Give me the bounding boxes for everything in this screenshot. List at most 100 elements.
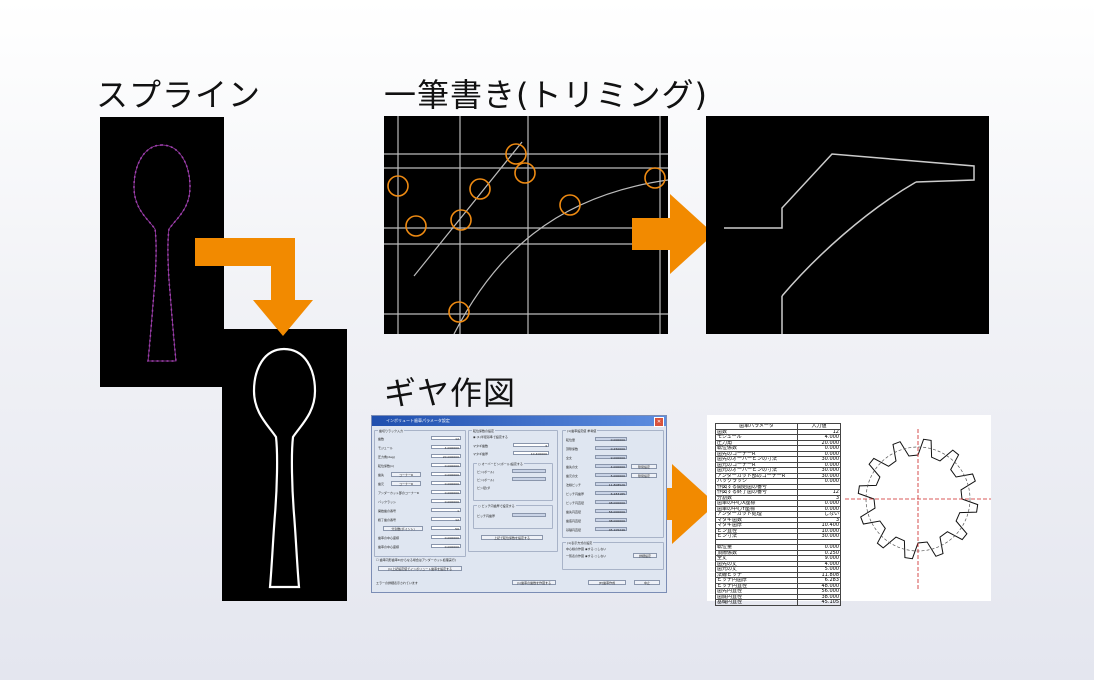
spline-result-panel — [222, 329, 347, 601]
set-shift-button[interactable]: 上記で転位係数を設定する — [481, 535, 543, 540]
reference-row-label: 頂隙係数 — [566, 447, 579, 451]
table-cell-value: 20.000 — [797, 439, 841, 446]
reference-row-label: ピッチ円直径 — [566, 501, 585, 505]
centerline-row: 中心線の作図 ◉する ○しない — [566, 547, 607, 551]
centerline-opt-yes[interactable]: する — [587, 547, 594, 551]
trim-before-panel — [384, 116, 668, 334]
table-cell-value: 0.000 — [797, 505, 841, 512]
trim-before-figure — [384, 116, 668, 334]
reference-row-field: 45.105246 — [595, 527, 627, 532]
rack-row-field[interactable]: 12 — [431, 436, 461, 441]
table-opt-yes[interactable]: する — [587, 554, 594, 558]
reference-row-label: 法線ピッチ — [566, 483, 582, 487]
radio-radius[interactable]: ◉ (1)半径基準で設定する — [473, 435, 508, 439]
reference-row-label: 基礎円直径 — [566, 528, 582, 532]
detail-settings-button[interactable]: 詳細設定 — [633, 553, 657, 558]
spline-arrow — [195, 238, 313, 336]
rack-row-button[interactable]: コーナーR — [391, 481, 421, 486]
rack-input-group-title: 歯切りラック入力 — [378, 429, 405, 433]
table-opt-no[interactable]: しない — [597, 554, 607, 558]
status-text: エラーの詳細表示されています — [376, 581, 418, 585]
reference-row-label: 全丈 — [566, 456, 573, 460]
table-draw-label: 一覧表の作図 — [566, 554, 585, 558]
rack-row-label: 歯元 — [378, 482, 385, 486]
rack-row-label: 開始歯の番号 — [378, 509, 397, 513]
cancel-button[interactable]: 中止 — [634, 580, 660, 585]
pin-field-1 — [512, 469, 546, 473]
reference-row-label: 歯底円直径 — [566, 519, 582, 523]
trim-heading: 一筆書き(トリミング) — [384, 76, 708, 114]
pitch-thickness-field — [512, 513, 546, 517]
dialog-title: インボリュート歯車パラメータ設定 — [386, 418, 450, 423]
reference-row-field: 0.250000 — [595, 446, 627, 451]
table-cell-value — [797, 483, 841, 490]
trim-after-figure — [724, 153, 975, 334]
reference-row-field: 11.808526 — [595, 482, 627, 487]
rack-row-label: アンダーカット部のコーナーR — [378, 491, 419, 495]
trim-arrow — [632, 194, 714, 274]
rack-row-field[interactable]: 50 — [431, 526, 461, 531]
rack-row-field[interactable]: 4.000000 — [431, 445, 461, 450]
reference-row-label: 歯先円直径 — [566, 510, 582, 514]
reference-row-label: ピッチ円歯厚 — [566, 492, 585, 496]
undercut-checkbox[interactable]: ☐ 歯車円形歯車R(からなる場合はアンダーカット処理実行) — [376, 558, 456, 562]
close-icon[interactable]: ✕ — [654, 417, 664, 427]
rack-row-field[interactable]: 20.000000 — [431, 454, 461, 459]
overpin-radio[interactable]: ○ オーバーピン(ボール)設定する — [477, 462, 524, 466]
gap-setting-button[interactable]: 隙間設定 — [631, 473, 657, 478]
centerline-opt-no[interactable]: しない — [597, 547, 607, 551]
draw-teeth-button[interactable]: (1)歯車の歯数を作図する — [512, 580, 556, 585]
undercut-checkbox-label: 歯車円形歯車R(からなる場合はアンダーカット処理実行) — [379, 558, 456, 562]
overpin-subgroup: ○ オーバーピン(ボール)設定する ピン(ボール) ピン(ボール) ピン径(ダ — [473, 462, 553, 501]
pitch-thickness-radio[interactable]: ○ ピッチ円歯厚で設定する — [477, 504, 516, 508]
rack-row-field[interactable]: 12 — [431, 517, 461, 522]
rack-row-field[interactable]: 0.000000 — [431, 499, 461, 504]
rack-row-field[interactable]: 0.000000 — [431, 490, 461, 495]
rack-row-field[interactable]: 0.000000 — [431, 463, 461, 468]
pin-label-3: ピン径(ダ — [477, 486, 491, 490]
table-cell-value: 12 — [797, 489, 841, 496]
table-cell-param: アンダーカット部のコーナーR — [715, 472, 798, 479]
pin-field-2 — [512, 477, 546, 481]
rack-row-label: 歯先 — [378, 473, 385, 477]
gap-setting-button[interactable]: 隙間設定 — [631, 464, 657, 469]
rack-row-label: 歯車の中心座標 — [378, 536, 400, 540]
rack-row-field[interactable]: 0.000000 — [431, 481, 461, 486]
overpin-radio-label: オーバーピン(ボール)設定する — [481, 462, 523, 466]
mataga-count-field[interactable]: 3 — [513, 443, 549, 448]
rack-row-label: 歯数 — [378, 437, 385, 441]
rack-row-label: モジュール — [378, 446, 393, 450]
rack-row-field[interactable]: 0.000000 — [431, 472, 461, 477]
table-cell-value: 0.000 — [797, 445, 841, 452]
trim-after-panel — [706, 116, 989, 334]
display-settings-group-title: (1)表示方式の設定 — [566, 541, 594, 545]
gear-dialog-window: インボリュート歯車パラメータ設定 ✕ 歯切りラック入力 歯数 12 モジュール 4.0… — [371, 415, 667, 593]
spline-heading: スプライン — [96, 76, 262, 114]
pitch-thickness-radio-label: ピッチ円歯厚で設定する — [481, 504, 515, 508]
reference-row-field: 48.000000 — [595, 500, 627, 505]
table-header-row: 歯車パラメータ 入力値 — [715, 423, 841, 430]
rack-row-field[interactable]: 0.000000 — [431, 535, 461, 540]
rack-row-field[interactable]: 0.000000 — [431, 544, 461, 549]
table-cell-value: 0.000 — [797, 478, 841, 485]
rack-row-label: 終了歯の番号 — [378, 518, 397, 522]
set-gear-button[interactable]: (1)上記設定値でインボリュート歯車を設定する — [378, 566, 462, 571]
create-gear-button[interactable]: [E]歯車作成 — [588, 580, 626, 585]
mataga-thickness-field[interactable]: 10.400000 — [513, 451, 549, 456]
reference-row-field: 56.000000 — [595, 509, 627, 514]
table-row: 作図する開始歯の番号 — [715, 483, 841, 490]
rack-row-field[interactable]: 1 — [431, 508, 461, 513]
table-cell-value: 45.105 — [797, 599, 841, 606]
rack-row-button[interactable]: コーナーR — [391, 472, 421, 477]
rack-row-button[interactable]: 分割数(ポイント) — [383, 526, 423, 531]
shift-coefficient-group-title: 転位係数の設定 — [472, 429, 496, 433]
